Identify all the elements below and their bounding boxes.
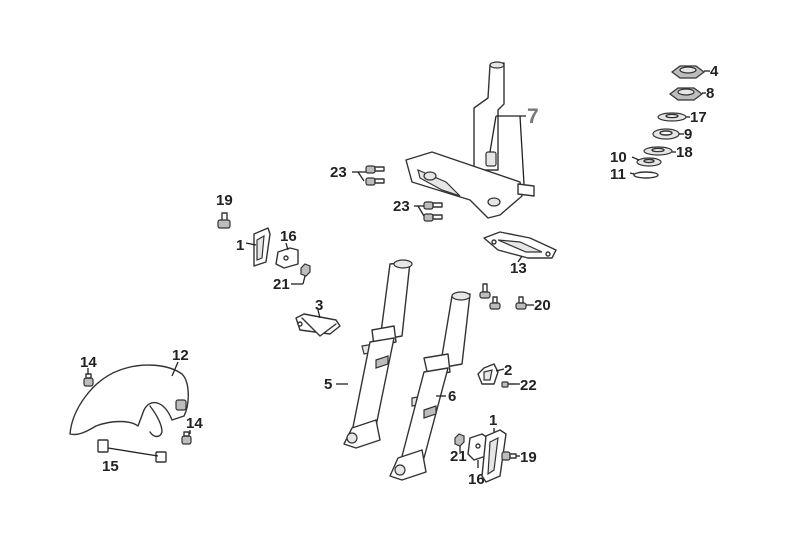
bolt-14-right [181, 431, 192, 445]
callout-14-right: 14 [186, 415, 203, 432]
bearing-cone-9 [652, 128, 680, 140]
bolt-23-upper [365, 165, 385, 186]
bolt-19-left [217, 212, 231, 229]
callout-16-left: 16 [280, 228, 297, 245]
callout-7: 7 [527, 105, 539, 128]
callout-12: 12 [172, 347, 189, 364]
callout-4: 4 [710, 63, 719, 80]
callout-23-lower: 23 [393, 198, 410, 215]
callout-11: 11 [610, 166, 626, 183]
callout-1-right: 1 [489, 412, 497, 429]
callout-23-upper: 23 [330, 164, 347, 181]
bracket-16-left [275, 247, 299, 269]
callout-8: 8 [706, 85, 714, 102]
bolt-20 [479, 283, 527, 310]
top-nut-4 [671, 65, 705, 79]
callout-10: 10 [610, 149, 627, 166]
callout-21-left: 21 [273, 276, 290, 293]
bolt-19-right [501, 451, 517, 461]
callout-15: 15 [102, 458, 119, 475]
callout-2: 2 [504, 362, 512, 379]
callout-14-left: 14 [80, 354, 97, 371]
dust-seal-11 [633, 171, 659, 179]
fork-leg-6 [389, 291, 471, 481]
bolt-22 [501, 381, 515, 388]
callout-19-left: 19 [216, 192, 233, 209]
callout-9: 9 [684, 126, 692, 143]
callout-22: 22 [520, 377, 537, 394]
fork-leg-5 [343, 259, 413, 449]
cover-plate-13 [483, 231, 557, 259]
bearing-race-17 [657, 112, 687, 122]
callout-5: 5 [324, 376, 332, 393]
callout-3: 3 [315, 297, 323, 314]
callout-17: 17 [690, 109, 707, 126]
steering-stem [405, 61, 535, 219]
front-fender-12 [69, 364, 189, 438]
callout-1-left: 1 [236, 237, 244, 254]
ball-retainer-18 [643, 146, 673, 156]
nut-21-left [300, 263, 311, 277]
brake-bracket-2 [477, 363, 499, 385]
callout-21-right: 21 [450, 448, 467, 465]
lock-nut-8 [669, 87, 703, 101]
callout-20: 20 [534, 297, 551, 314]
reflector-1-left [253, 227, 271, 267]
callout-13: 13 [510, 260, 527, 277]
callout-18: 18 [676, 144, 693, 161]
reflector-1-right [481, 429, 507, 483]
callout-6: 6 [448, 388, 456, 405]
callout-16-right: 16 [468, 471, 485, 488]
bolt-23-lower [423, 201, 443, 222]
callout-19-right: 19 [520, 449, 537, 466]
bolt-14-left [83, 373, 94, 387]
brake-hose-bracket-3 [295, 313, 341, 337]
lower-race-10 [636, 157, 662, 167]
nut-21-right [454, 433, 465, 447]
clip-15 [97, 439, 167, 463]
